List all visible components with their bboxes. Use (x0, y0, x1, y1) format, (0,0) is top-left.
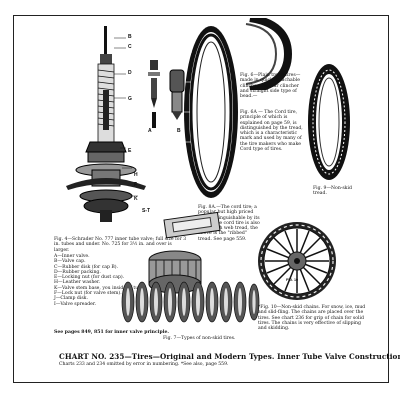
fig4-legend: A—Inner valve. B—Valve cap. C—Rubber dis… (54, 254, 188, 307)
legend-item: B—Valve cap. (54, 259, 86, 265)
chain-wheel-illustration (256, 220, 338, 302)
valve-letter-f: F (134, 182, 138, 188)
fig4-see-pages: See pages 849, 851 for inner valve princ… (54, 330, 169, 335)
fig4-caption: Fig. 4—Schrader No. 777 inner tube valve… (54, 237, 187, 253)
valve-letter-st: S-T (142, 208, 151, 214)
valve-letter-e: E (128, 148, 132, 154)
valve-letter-a: A (148, 128, 152, 134)
valve-letter-g: G (128, 96, 132, 102)
legend-item: D—Rubber packing. (54, 269, 101, 275)
fig6-caption: Fig. 6—Plain tread tires—made in quick d… (240, 73, 301, 100)
legend-item: A—Inner valve. (54, 254, 90, 259)
chart-subtitle: Charts 233 and 234 omitted by error in n… (59, 362, 229, 367)
legend-item: I—Valve spreader. (54, 301, 97, 307)
valve-letter-c: C (128, 44, 132, 50)
legend-item: E—Locking nut (for dust cap). (54, 275, 125, 281)
valve-letter-k: K (134, 196, 138, 202)
legend-item: K—Valve stem base, you inside of tube. (54, 285, 146, 291)
valve-letter-h: H (134, 172, 138, 178)
valve-letter-b-top: B (128, 34, 132, 40)
fig9-caption: Fig. 9—Non-skid tread. (313, 186, 352, 197)
fig7-caption: Fig. 7—Types of non-skid tires. (163, 336, 236, 341)
chart-title: CHART NO. 235—Tires—Original and Modern … (59, 352, 400, 361)
nonskid-tire-illustration (306, 62, 352, 182)
plain-tread-tire-illustration (240, 18, 292, 90)
nonskid-tires-group-illustration (120, 210, 260, 335)
fig6a-caption: Fig. 6A — The Cord tire, principle of wh… (240, 110, 303, 153)
fig10-hub-label: FIG. 10 (286, 278, 298, 282)
legend-item: C—Rubber disk (for cap B). (54, 264, 119, 270)
valve-letter-b-cap: B (177, 128, 181, 134)
valve-illustration (60, 20, 190, 245)
legend-item: H—Leather washer. (54, 280, 101, 286)
fig10-caption: *Fig. 10—Non-skid chains. For snow, ice,… (258, 305, 366, 332)
fig8a-caption: Fig. 8A.—The cord tire; a popular but hi… (198, 205, 260, 242)
legend-item: F—Lock nut (for valve stem). (54, 291, 122, 297)
legend-item: J—Clamp disk. (54, 296, 88, 302)
valve-letter-d: D (128, 70, 132, 76)
cord-tire-illustration (182, 22, 240, 202)
